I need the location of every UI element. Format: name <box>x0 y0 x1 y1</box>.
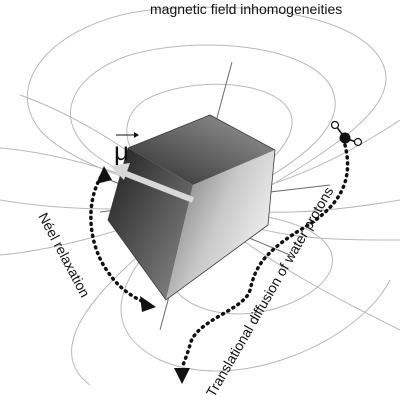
field-inhomogeneities-label: magnetic field inhomogeneities <box>150 1 342 17</box>
moment-arrow-head <box>110 163 130 180</box>
neel-arrow-head <box>140 296 156 312</box>
cube-face-top <box>128 115 275 185</box>
neel-arrow-tail-head <box>96 166 112 184</box>
mu-overarrow-head <box>134 132 139 138</box>
neel-relaxation-label: Néel relaxation <box>35 210 93 300</box>
moment-vector: μ <box>110 132 195 203</box>
hydrogen-atom <box>330 120 340 130</box>
neel-dotted-path <box>89 170 146 304</box>
moment-arrow-shaft <box>122 170 195 203</box>
neel-relaxation-arrow <box>89 166 156 312</box>
cube-face-left <box>108 148 193 300</box>
mu-label: μ <box>114 136 129 166</box>
diffusion-arrow <box>174 143 350 384</box>
diffusion-arrow-head <box>174 368 190 384</box>
cube-edges <box>107 114 276 301</box>
hydrogen-atom <box>353 137 363 147</box>
cube-face-right <box>166 150 275 300</box>
diffusion-dotted-path <box>180 143 350 370</box>
field-line-outer <box>27 6 387 201</box>
field-line-3 <box>126 83 293 191</box>
oxygen-atom <box>339 132 351 144</box>
nanoparticle-cube <box>107 114 276 301</box>
water-molecule-icon <box>330 120 363 147</box>
field-line-2 <box>70 44 336 201</box>
